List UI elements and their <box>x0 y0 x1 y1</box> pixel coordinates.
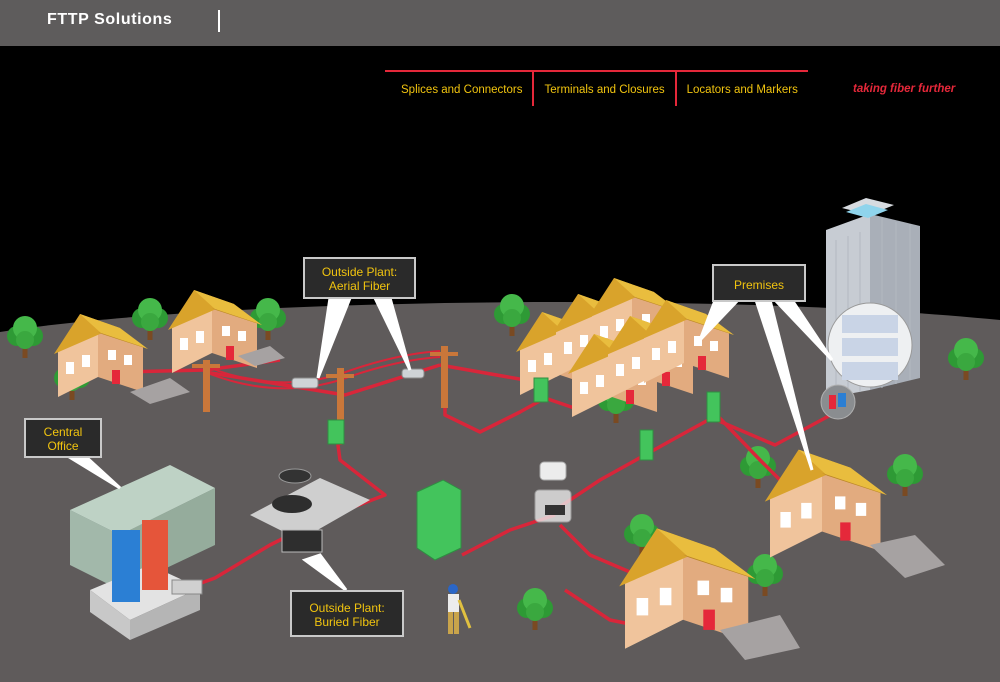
nav-item-terminals-and-closures[interactable]: Terminals and Closures <box>534 70 677 106</box>
nav-item-splices-and-connectors[interactable]: Splices and Connectors <box>385 70 535 106</box>
office-tower <box>820 198 920 420</box>
callout-buried-line2: Buried Fiber <box>314 615 380 629</box>
callout-buried-fiber[interactable]: Outside Plant: Buried Fiber <box>290 590 404 637</box>
tagline: taking fiber further <box>853 83 956 95</box>
green-terminal <box>327 377 721 561</box>
callout-central-office[interactable]: Central Office <box>24 418 102 458</box>
aerial-splice-closure <box>291 377 319 389</box>
fiber-pedestal <box>534 461 572 523</box>
technician <box>448 584 472 634</box>
top-nav: Splices and Connectors Terminals and Clo… <box>385 70 808 106</box>
equipment-rack <box>112 530 140 602</box>
callout-central-line1: Central <box>43 425 83 439</box>
callout-central-line2: Office <box>47 439 79 453</box>
callout-aerial-line1: Outside Plant: <box>321 265 398 279</box>
callout-aerial-fiber[interactable]: Outside Plant: Aerial Fiber <box>303 257 416 299</box>
central-office-building <box>70 465 215 640</box>
title-divider <box>218 10 220 32</box>
aerial-splice-closure <box>401 368 425 379</box>
equipment-rack <box>142 520 168 590</box>
header-bar: FTTP Solutions <box>0 0 1000 46</box>
nav-item-locators-and-markers[interactable]: Locators and Markers <box>676 70 808 106</box>
buried-fiber-vault <box>250 468 370 553</box>
callout-aerial-line2: Aerial Fiber <box>328 279 391 293</box>
callout-premises[interactable]: Premises <box>712 264 806 302</box>
utility-pole <box>192 346 458 428</box>
callout-premises-label: Premises <box>733 278 784 292</box>
ground <box>0 302 1000 682</box>
callout-buried-line1: Outside Plant: <box>309 601 385 615</box>
app-title: FTTP Solutions <box>47 11 173 28</box>
